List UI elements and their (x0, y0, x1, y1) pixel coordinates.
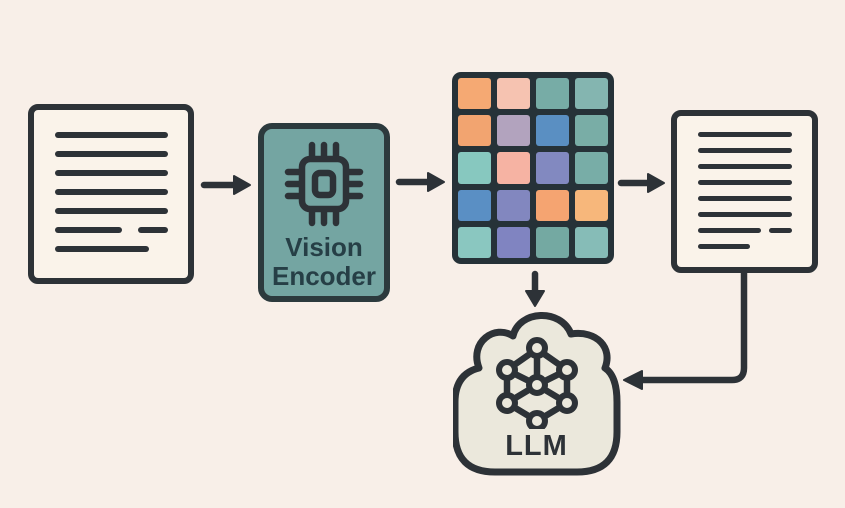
patch-cell (536, 152, 569, 184)
text-line-bar (55, 227, 122, 233)
text-line-bar (698, 244, 750, 249)
patch-cell (458, 226, 491, 258)
document-text-line (698, 180, 792, 185)
chip-icon (284, 141, 364, 227)
patch-cell (536, 78, 569, 110)
patch-cell (536, 115, 569, 147)
document-text-line (55, 170, 168, 176)
patch-cell (497, 115, 530, 147)
patch-cell (497, 78, 530, 110)
input-document-text-lines (34, 110, 188, 278)
document-text-line (698, 148, 792, 153)
arrow-encoder-to-grid (395, 172, 445, 192)
neural-network-icon (496, 337, 578, 429)
text-line-bar (55, 151, 168, 157)
document-text-line (55, 246, 168, 252)
document-text-line (55, 189, 168, 195)
arrow-grid-to-output (617, 173, 665, 193)
patch-cell (575, 152, 608, 184)
text-line-bar (698, 132, 792, 137)
patch-cell (575, 115, 608, 147)
vision-encoder-label: Vision Encoder (271, 232, 377, 291)
document-text-line (698, 212, 792, 217)
text-line-bar (698, 196, 792, 201)
document-text-line (698, 132, 792, 137)
patch-cell (497, 226, 530, 258)
patch-cell (536, 189, 569, 221)
document-text-line (55, 227, 168, 233)
arrow-input-to-encoder (200, 175, 251, 195)
text-line-bar (55, 208, 168, 214)
input-document (28, 104, 194, 284)
text-line-bar (769, 228, 792, 233)
text-line-bar (698, 148, 792, 153)
document-text-line (698, 244, 792, 249)
document-text-line (55, 208, 168, 214)
output-document-text-lines (677, 116, 812, 267)
text-line-bar (698, 164, 792, 169)
document-text-line (698, 196, 792, 201)
patch-cell (458, 189, 491, 221)
output-document (671, 110, 818, 273)
patch-cell (575, 78, 608, 110)
text-line-bar (55, 246, 149, 252)
text-line-bar (698, 212, 792, 217)
text-line-bar (55, 132, 168, 138)
patch-cell (575, 189, 608, 221)
patch-cell (497, 152, 530, 184)
text-line-bar (698, 180, 792, 185)
text-line-bar (55, 189, 168, 195)
document-text-line (698, 228, 792, 233)
text-line-bar (55, 170, 168, 176)
text-line-bar (137, 227, 168, 233)
document-text-line (55, 151, 168, 157)
patch-cell (575, 226, 608, 258)
patch-cell (458, 115, 491, 147)
patch-cell (497, 189, 530, 221)
text-line-bar (698, 228, 761, 233)
llm-label: LLM (505, 430, 568, 462)
arrow-grid-to-llm (525, 270, 545, 307)
document-text-line (55, 132, 168, 138)
document-text-line (698, 164, 792, 169)
patch-cell (458, 152, 491, 184)
patch-cell (458, 78, 491, 110)
vision-encoder-box: Vision Encoder (258, 123, 390, 302)
patch-grid (452, 72, 614, 264)
arrow-output-to-llm (623, 268, 748, 390)
patch-cell (536, 226, 569, 258)
